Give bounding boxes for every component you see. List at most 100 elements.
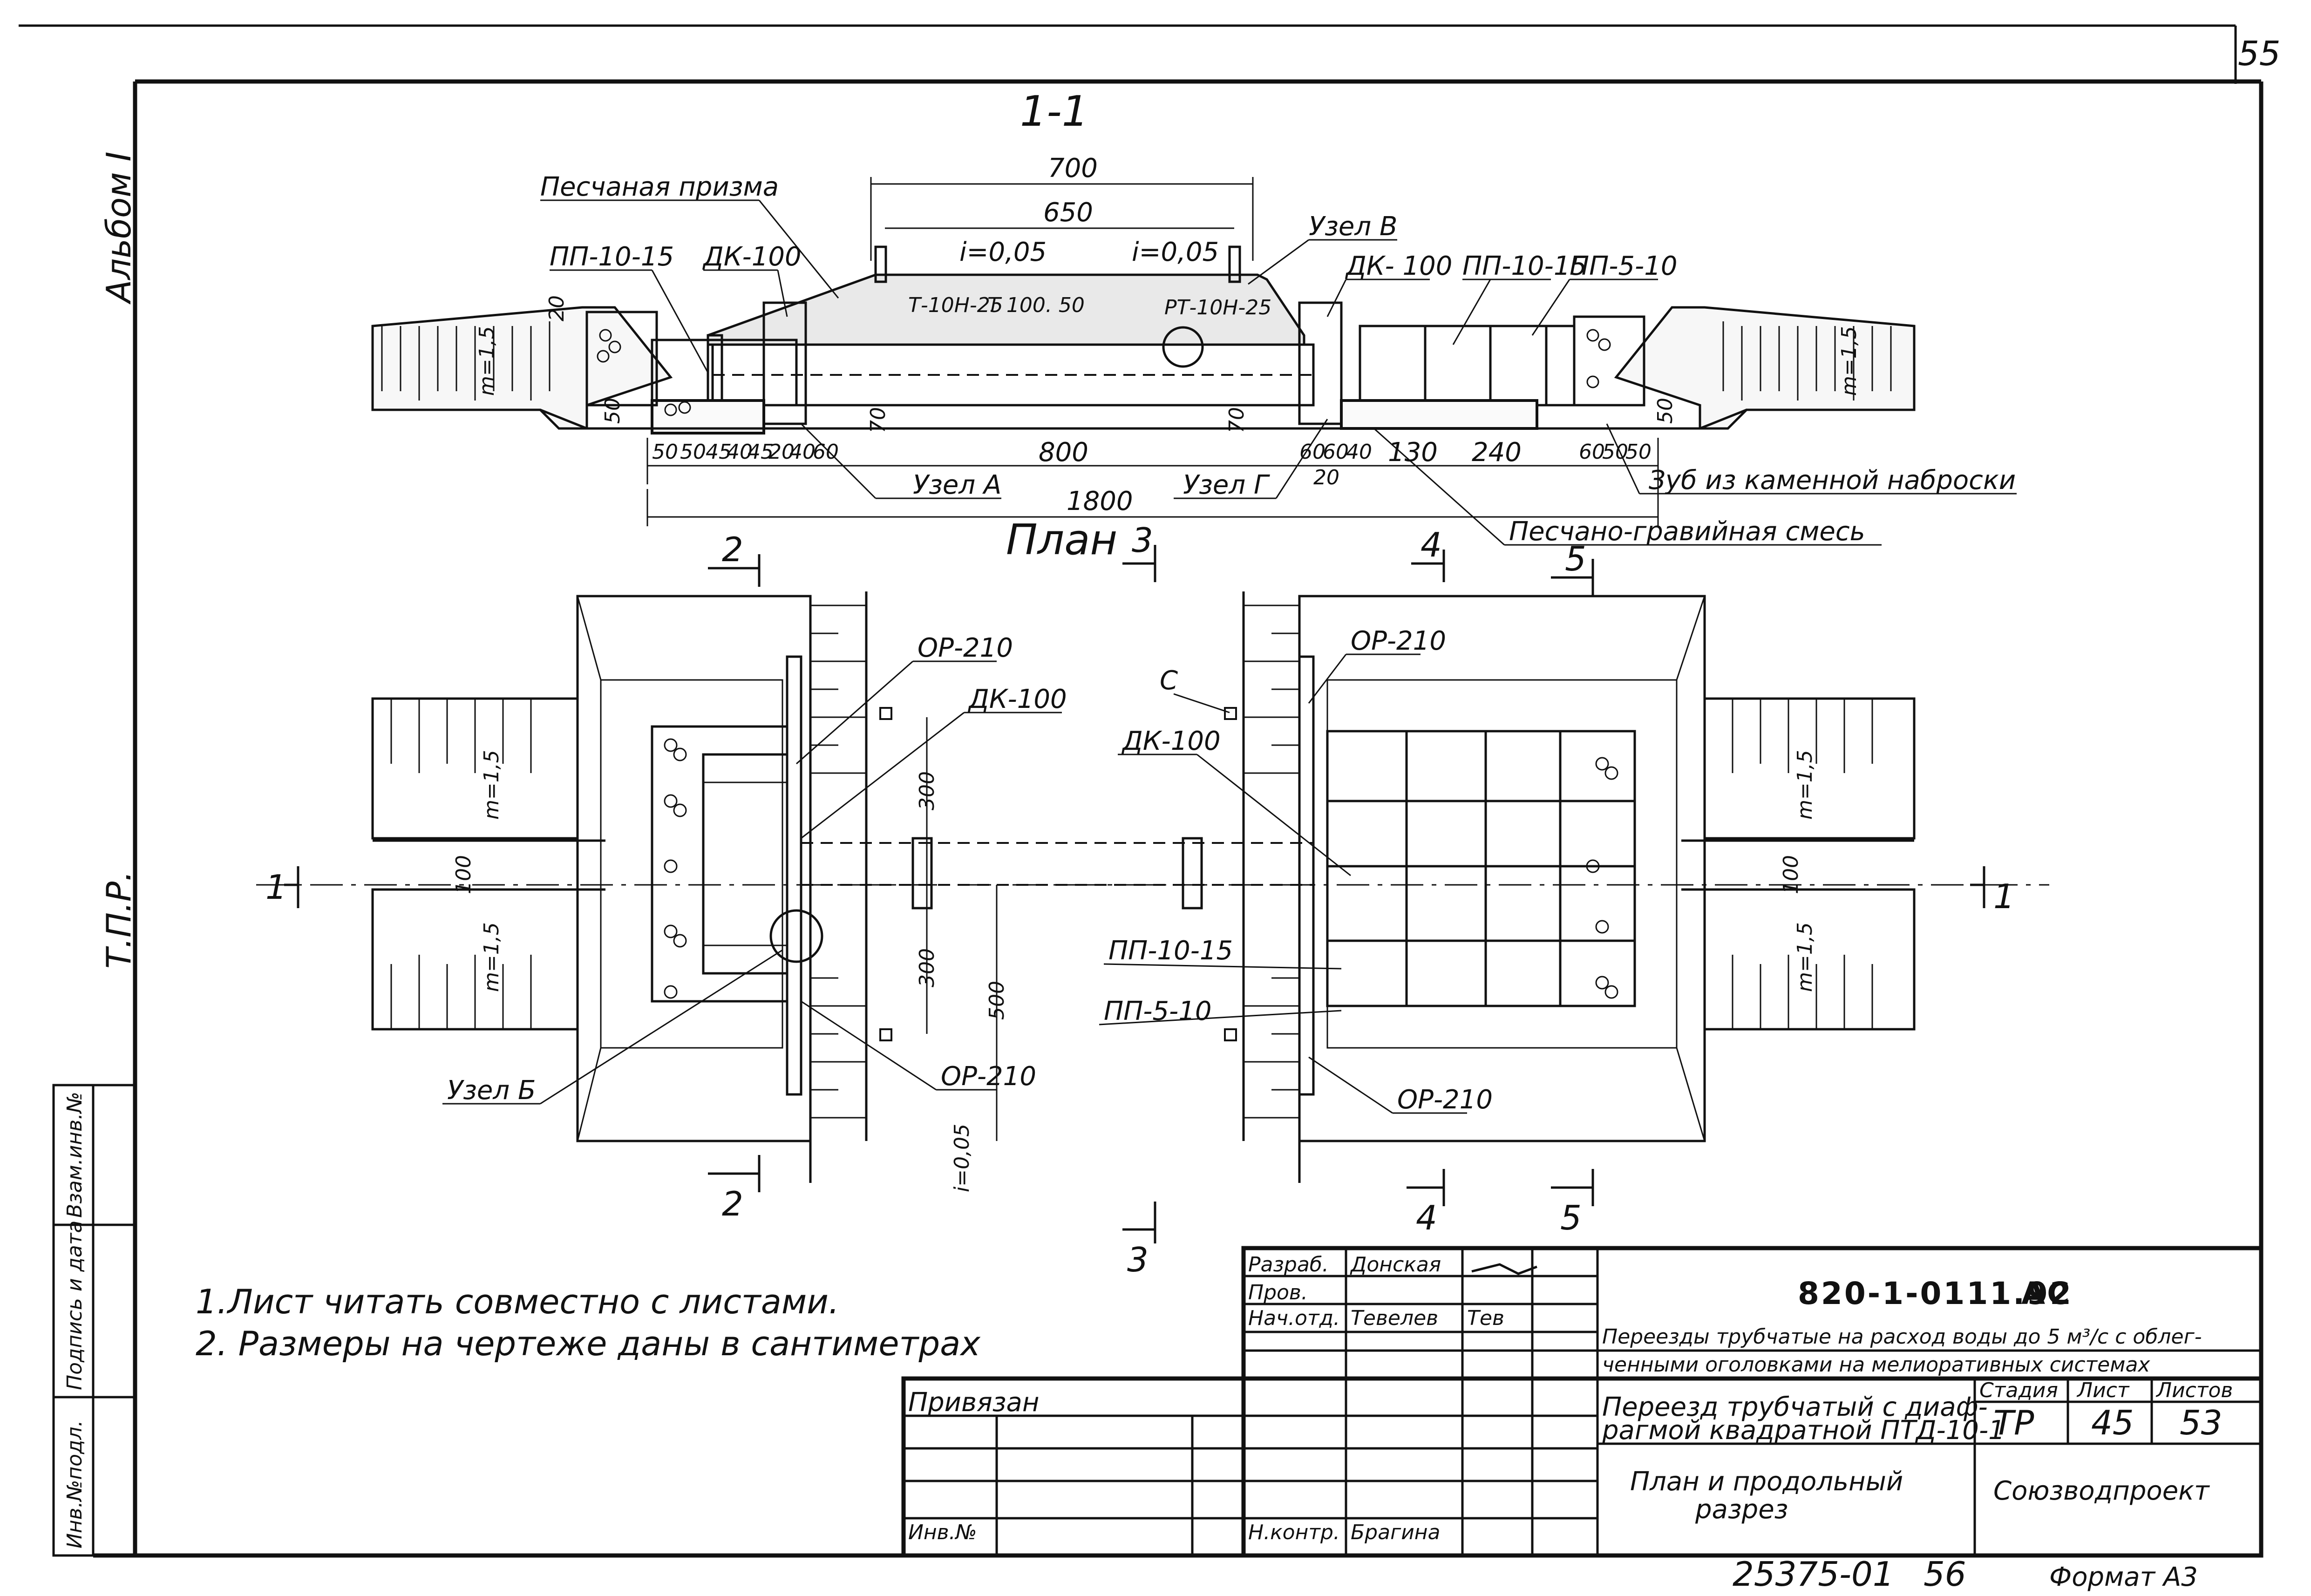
svg-text:45: 45 [748, 440, 774, 464]
left-head [576, 595, 812, 1142]
side-col-inv: Инв.№подл. [63, 1420, 87, 1548]
dim-1800: 1800 [1067, 486, 1133, 516]
c-label: С [1160, 666, 1178, 696]
note-1: 1.Лист читать совместно с листами. [196, 1282, 839, 1321]
right-dim-chain-b: 60 50 50 [1579, 440, 1652, 464]
svg-text:50: 50 [1625, 440, 1652, 464]
head-slab-right [1359, 325, 1576, 407]
object-line-2: рагмой квадратной ПТД-10-1 [1602, 1415, 2005, 1446]
ground-hatch-left [381, 321, 551, 401]
sheet-line-2: разрез [1695, 1494, 1788, 1525]
plan-slope: i=0,05 [950, 1124, 974, 1192]
svg-text:50: 50 [652, 440, 678, 464]
pp1-label: ПП-10-15 [1108, 936, 1233, 966]
dim-800: 800 [1039, 437, 1088, 468]
stage-value: ТР [1993, 1403, 2034, 1442]
slab-right-2-label: ПП-5-10 [1570, 251, 1678, 281]
stamp-name-2: Тевелев [1351, 1306, 1438, 1330]
svg-text:40: 40 [727, 440, 753, 464]
or-bl-label: ОР-210 [941, 1061, 1036, 1092]
stamp-role-1: Пров. [1248, 1281, 1308, 1304]
plan-m-bl: m=1,5 [480, 922, 503, 992]
plan-w100-right: 100 [1779, 855, 1803, 894]
cut-3-top: 3 [1132, 521, 1153, 560]
plan-m-tl: m=1,5 [480, 750, 503, 820]
stone-tooth-label: Зуб из каменной наброски [1649, 465, 2016, 496]
dim-h50r: 50 [1653, 398, 1677, 424]
sheets-head: Листов [2155, 1379, 2233, 1402]
plan-d500: 500 [985, 981, 1009, 1020]
dim-650: 650 [1043, 197, 1093, 228]
plan-w100-left: 100 [452, 855, 476, 894]
stage-head: Стадия [1979, 1379, 2058, 1402]
node-v-marker [1162, 326, 1204, 368]
stone-tooth-right [1340, 399, 1538, 430]
plan-m-br: m=1,5 [1793, 922, 1817, 992]
svg-text:20: 20 [768, 440, 795, 464]
note-2: 2. Размеры на чертеже даны в сантиметрах [196, 1324, 981, 1363]
binding-strip [52, 1084, 136, 1557]
svg-text:40: 40 [1346, 440, 1372, 464]
node-g-label: Узел Г [1183, 470, 1270, 500]
plan-d300b: 300 [915, 948, 939, 987]
sand-gravel-label: Песчано-гравийная смесь [1509, 516, 1865, 547]
dim-h50: 50 [601, 398, 625, 424]
title-block [901, 1246, 2263, 1558]
sheet-head: Лист [2076, 1379, 2130, 1402]
pipe-t2-label: Т 100. 50 [987, 293, 1085, 317]
cut-1-right: 1 [1993, 877, 2015, 916]
node-b-marker [769, 909, 823, 963]
node-b-label: Узел Б [447, 1075, 536, 1106]
cut-5-top: 5 [1565, 539, 1586, 578]
org-name: Союзводпроект [1993, 1476, 2210, 1506]
inventory-sheet: 56 [1924, 1555, 1966, 1594]
side-col-replace: Взам.инв.№ [63, 1092, 87, 1218]
or-tr-label: ОР-210 [1351, 626, 1446, 656]
stamp-sign-2: Тев [1467, 1306, 1504, 1330]
slope-i2: i=0,05 [1132, 237, 1219, 267]
ring-dk-right [1298, 301, 1343, 425]
svg-text:45: 45 [706, 440, 732, 464]
section-1-1: 1-1 [371, 87, 2017, 547]
node-v-label: Узел В [1309, 211, 1397, 242]
right-slab-grid [1326, 730, 1636, 1007]
dim-h70b: 70 [1225, 407, 1249, 433]
svg-text:40: 40 [789, 440, 816, 464]
stamp-code-suffix: АС [2021, 1276, 2072, 1311]
side-col-sign: Подпись и дата [63, 1221, 87, 1390]
plan-d300a: 300 [915, 771, 939, 810]
inventory-number: 25375-01 [1733, 1555, 1894, 1594]
section-title: 1-1 [1020, 87, 1088, 136]
ring-right-label: ДК- 100 [1345, 251, 1452, 281]
object-line-1: Переезд трубчатый с диаф- [1602, 1392, 1988, 1422]
cut-marks [284, 545, 1985, 1243]
or-br-label: ОР-210 [1397, 1085, 1493, 1115]
plan-stone-marks [664, 738, 1618, 999]
dim-240: 240 [1472, 437, 1522, 468]
or-wall-right [1298, 655, 1315, 1096]
left-dim-chain: 50 50 45 40 45 20 40 60 [652, 440, 839, 464]
cut-3-bottom: 3 [1127, 1240, 1149, 1279]
stamp-name-0: Донская [1350, 1253, 1441, 1277]
dk-l-label: ДК-100 [967, 684, 1067, 714]
dim-h70a: 70 [866, 407, 890, 433]
svg-text:60: 60 [1299, 440, 1325, 464]
stamp-norm-role: Н.контр. [1248, 1521, 1340, 1544]
cut-1-left: 1 [265, 868, 287, 907]
slab-right-1-label: ПП-10-15 [1462, 251, 1587, 281]
cut-4-top: 4 [1421, 525, 1442, 564]
project-line-2: ченными оголовками на мелиоративных сист… [1602, 1353, 2150, 1377]
stamp-role-2: Нач.отд. [1248, 1306, 1340, 1330]
sheet-line-1: План и продольный [1630, 1467, 1903, 1497]
or-wall-left [786, 655, 802, 1096]
format-label: Формат А3 [2049, 1562, 2198, 1592]
plan-view: План [256, 516, 2049, 1279]
dim-h20b: 20 [1313, 466, 1339, 489]
stamp-norm-name: Брагина [1351, 1521, 1441, 1544]
slope-m-left: m=1,5 [475, 326, 499, 396]
pp2-label: ПП-5-10 [1104, 996, 1212, 1026]
project-line-1: Переезды трубчатые на расход воды до 5 м… [1602, 1325, 2202, 1349]
stamp-bound: Привязан [908, 1387, 1039, 1418]
sheets-total-value: 53 [2180, 1403, 2223, 1442]
